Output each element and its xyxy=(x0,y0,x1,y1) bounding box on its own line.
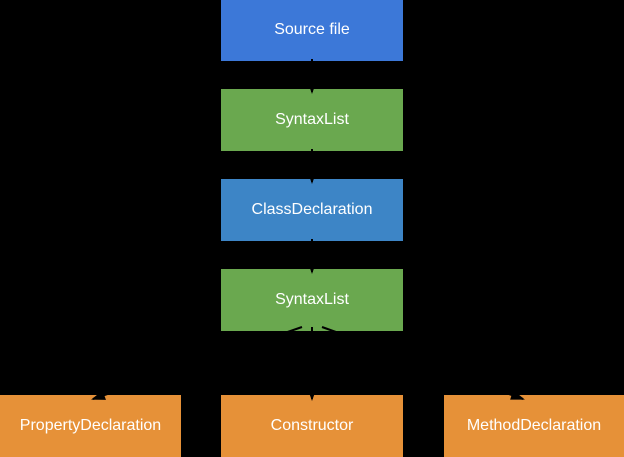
node-syntax-list-2-label: SyntaxList xyxy=(275,291,349,308)
node-syntax-list-1-label: SyntaxList xyxy=(275,111,349,128)
edge-syntax-list-2-to-method-declaration xyxy=(321,326,525,400)
node-constructor-label: Constructor xyxy=(270,417,354,434)
node-property-declaration: PropertyDeclaration xyxy=(0,395,181,457)
node-syntax-list-2: SyntaxList xyxy=(221,269,403,331)
node-method-declaration-label: MethodDeclaration xyxy=(466,417,602,434)
node-source-file: Source file xyxy=(221,0,403,61)
node-method-declaration: MethodDeclaration xyxy=(444,395,624,457)
node-source-file-label: Source file xyxy=(274,21,350,38)
node-property-declaration-label: PropertyDeclaration xyxy=(19,417,162,434)
edge-syntax-list-2-to-property-declaration xyxy=(91,326,303,400)
node-constructor: Constructor xyxy=(221,395,403,457)
node-class-declaration: ClassDeclaration xyxy=(221,179,403,241)
node-syntax-list-1: SyntaxList xyxy=(221,89,403,151)
node-class-declaration-label: ClassDeclaration xyxy=(251,201,373,218)
